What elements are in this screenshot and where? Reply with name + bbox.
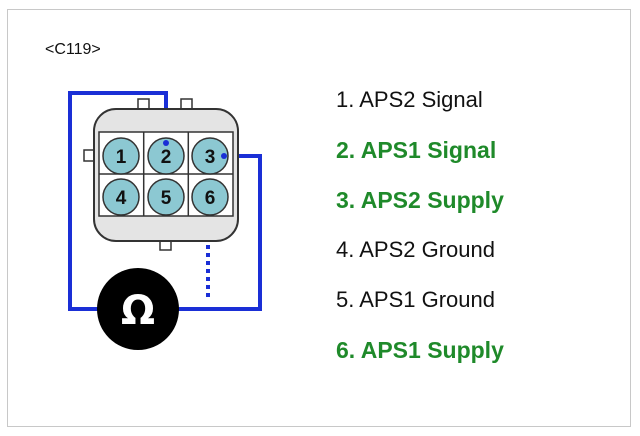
pin-list-item-6: 6. APS1 Supply	[336, 337, 504, 363]
pin-5-number: 5	[161, 188, 172, 209]
pin-list-item-5: 5. APS1 Ground	[336, 287, 495, 312]
diagram-frame	[7, 9, 631, 427]
pin-3-number: 3	[205, 147, 216, 168]
pin-1: 1	[102, 137, 140, 175]
probe-contact-pin-3	[221, 153, 227, 159]
ohmmeter-icon: Ω	[97, 268, 179, 350]
pin-2-number: 2	[161, 147, 172, 168]
lead-pin-3	[178, 154, 262, 311]
pin-4: 4	[102, 178, 140, 216]
ohm-symbol: Ω	[121, 288, 155, 334]
pin-list-item-2: 2. APS1 Signal	[336, 137, 497, 163]
pin-list-item-3: 3. APS2 Supply	[336, 187, 504, 213]
pin-list-item-1: 1. APS2 Signal	[336, 87, 483, 112]
connector-label: <C119>	[45, 41, 101, 58]
pin-3: 3	[191, 137, 229, 175]
pin-1-number: 1	[116, 147, 127, 168]
pin-5: 5	[147, 178, 185, 216]
pin-function-list: 1. APS2 Signal 2. APS1 Signal 3. APS2 Su…	[336, 84, 504, 384]
pin-list-item-4: 4. APS2 Ground	[336, 237, 495, 262]
connector-body	[83, 98, 239, 251]
pin-6: 6	[191, 178, 229, 216]
pin-2: 2	[147, 137, 185, 175]
pin-4-number: 4	[116, 188, 127, 209]
probe-contact-pin-2	[163, 140, 169, 146]
pin-6-number: 6	[205, 188, 216, 209]
latch-left	[83, 149, 95, 162]
